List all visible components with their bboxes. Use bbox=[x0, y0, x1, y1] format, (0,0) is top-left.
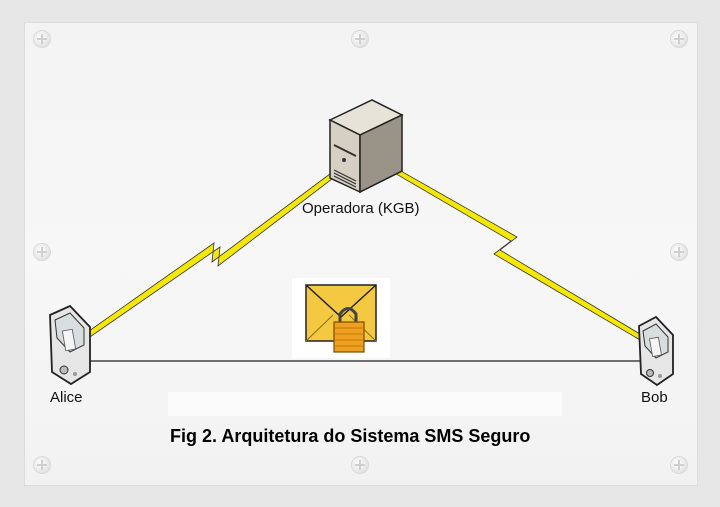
screw-icon bbox=[34, 457, 50, 473]
figure-caption: Fig 2. Arquitetura do Sistema SMS Seguro bbox=[170, 426, 531, 446]
screw-icon bbox=[34, 244, 50, 260]
mobile-phone-icon bbox=[638, 315, 674, 387]
server-label: Operadora (KGB) bbox=[302, 200, 420, 217]
mobile-phone-icon bbox=[49, 304, 91, 386]
caption-background bbox=[168, 392, 562, 416]
screw-icon bbox=[671, 31, 687, 47]
server-icon bbox=[328, 99, 404, 194]
screw-icon bbox=[352, 31, 368, 47]
alice-label: Alice bbox=[50, 389, 83, 406]
screw-icon bbox=[671, 457, 687, 473]
screw-icon bbox=[352, 457, 368, 473]
edge-bob-server bbox=[361, 149, 656, 348]
screw-icon bbox=[671, 244, 687, 260]
bob-label: Bob bbox=[641, 389, 668, 406]
locked-envelope-icon bbox=[292, 278, 390, 358]
screw-icon bbox=[34, 31, 50, 47]
